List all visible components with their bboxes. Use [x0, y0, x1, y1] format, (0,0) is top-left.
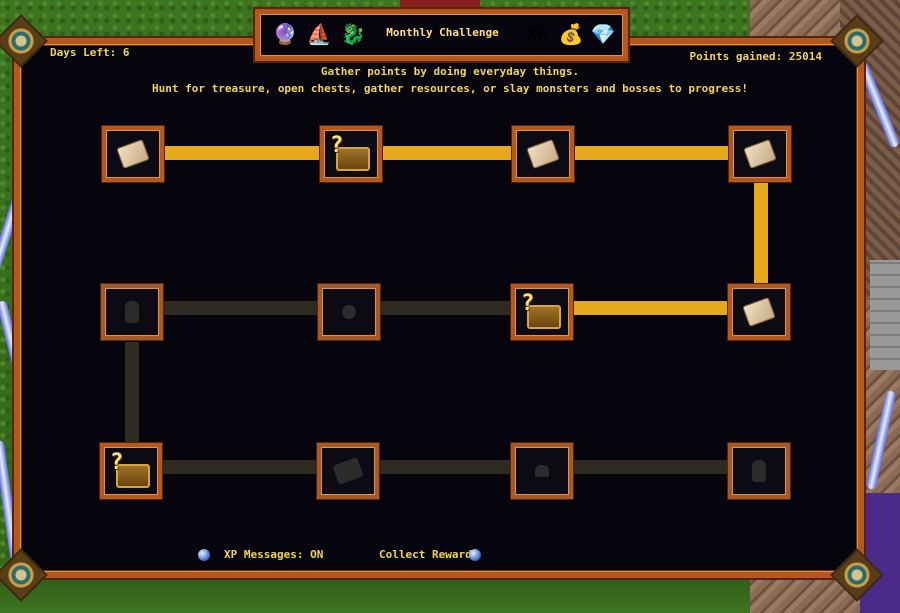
scroll-icon: [116, 138, 150, 170]
points-gained: Points gained: 25014: [689, 50, 822, 63]
reward-node-4[interactable]: [729, 126, 791, 182]
reward-node-8[interactable]: [318, 284, 380, 340]
reward-node-1[interactable]: [102, 126, 164, 182]
scroll-icon: [743, 138, 777, 170]
crystal-icon: 💎: [590, 22, 616, 46]
collect-rewards-button[interactable]: Collect Rewards: [379, 548, 479, 561]
collect-rewards-gem-icon[interactable]: [469, 549, 481, 561]
mystery-chest-icon: ?: [110, 450, 150, 488]
reward-node-5[interactable]: [728, 284, 790, 340]
gem-wand-icon: 🔮: [272, 22, 298, 46]
locked-link: [163, 301, 319, 315]
xp-messages-toggle[interactable]: XP Messages: ON: [224, 548, 324, 561]
reward-node-10[interactable]: [317, 443, 379, 499]
reward-node-3[interactable]: [512, 126, 574, 182]
locked-link: [572, 460, 730, 474]
candle-icon: [342, 305, 356, 319]
reward-node-11[interactable]: [511, 443, 573, 499]
treasure-map-icon: 🗺: [526, 22, 552, 46]
reward-node-9[interactable]: ?: [100, 443, 162, 499]
bag-icon: [535, 465, 549, 477]
scroll-icon: [742, 296, 776, 328]
reward-node-6[interactable]: ?: [511, 284, 573, 340]
scroll-icon: [332, 457, 364, 485]
instructions: Hunt for treasure, open chests, gather r…: [151, 82, 749, 95]
locked-link: [125, 342, 139, 443]
xp-toggle-gem-icon[interactable]: [198, 549, 210, 561]
progress-link: [574, 146, 730, 160]
purple-tile: [860, 493, 900, 613]
mystery-chest-icon: ?: [521, 291, 561, 329]
progress-link: [164, 146, 322, 160]
locked-link: [162, 460, 318, 474]
bag-icon: 💰: [558, 22, 584, 46]
reward-node-7[interactable]: [101, 284, 163, 340]
progress-link: [572, 301, 729, 315]
subtitle: Gather points by doing everyday things.: [320, 65, 580, 78]
dragon-icon: 🐉: [340, 22, 366, 46]
reward-node-2[interactable]: ?: [320, 126, 382, 182]
ship-icon: ⛵: [306, 22, 332, 46]
title-bar: 🔮 ⛵ 🐉 Monthly Challenge 🗺 💰 💎: [255, 9, 628, 61]
locked-link: [379, 301, 513, 315]
scroll-icon: [526, 138, 560, 170]
locked-link: [379, 460, 513, 474]
reward-node-12[interactable]: [728, 443, 790, 499]
days-left: Days Left: 6: [50, 46, 130, 59]
progress-link: [381, 146, 513, 160]
mystery-chest-icon: ?: [330, 133, 370, 171]
progress-link: [754, 183, 768, 286]
lantern-icon: [752, 460, 766, 482]
potion-icon: [125, 301, 139, 323]
panel-title: Monthly Challenge: [386, 26, 499, 39]
stone-wall: [870, 260, 900, 370]
